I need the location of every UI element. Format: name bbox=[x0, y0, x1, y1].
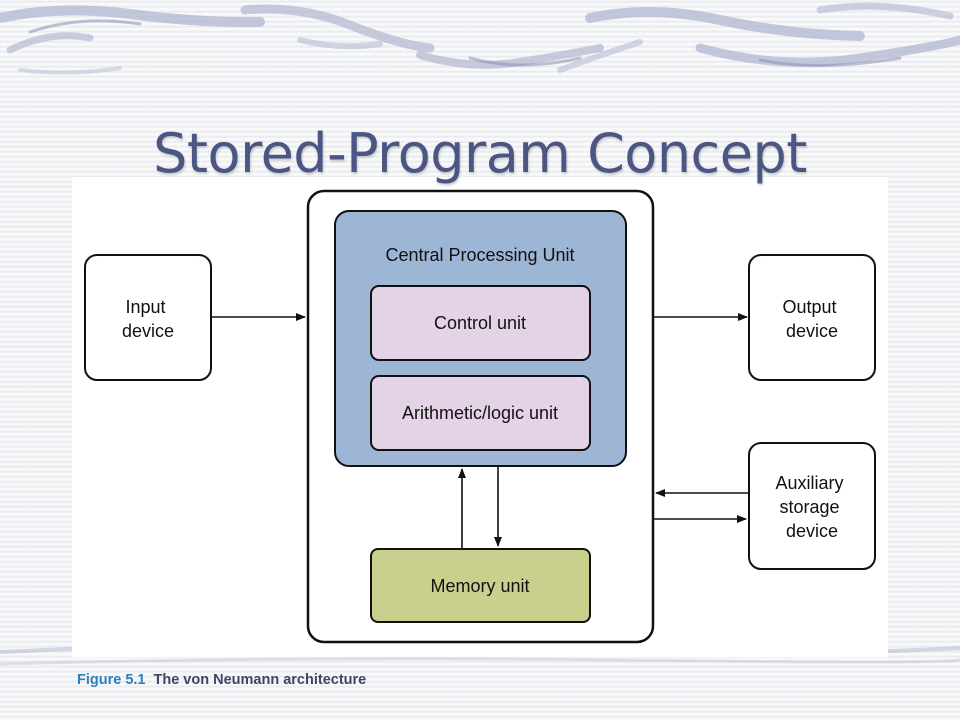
slide-title: Stored-Program Concept bbox=[153, 122, 807, 185]
figure-caption: Figure 5.1 The von Neumann architecture bbox=[77, 672, 366, 688]
figure-number: Figure 5.1 bbox=[77, 672, 146, 688]
control-unit-box bbox=[370, 285, 591, 361]
input-device-label: Input device bbox=[122, 297, 174, 341]
auxiliary-storage-box bbox=[748, 442, 876, 570]
von-neumann-diagram: Central Processing Unit Control unit Ari… bbox=[84, 189, 876, 644]
figure-caption-text: The von Neumann architecture bbox=[153, 672, 367, 688]
memory-unit-box bbox=[370, 548, 591, 623]
alu-label: Arithmetic/logic unit bbox=[402, 403, 558, 423]
cpu-label: Central Processing Unit bbox=[385, 245, 574, 265]
input-device-box bbox=[84, 254, 212, 381]
control-unit-label: Control unit bbox=[434, 313, 526, 333]
memory-unit-label: Memory unit bbox=[430, 576, 529, 596]
alu-box bbox=[370, 375, 591, 451]
auxiliary-storage-label: Auxiliary storage device bbox=[775, 473, 848, 541]
output-device-label: Output device bbox=[782, 297, 841, 341]
output-device-box bbox=[748, 254, 876, 381]
